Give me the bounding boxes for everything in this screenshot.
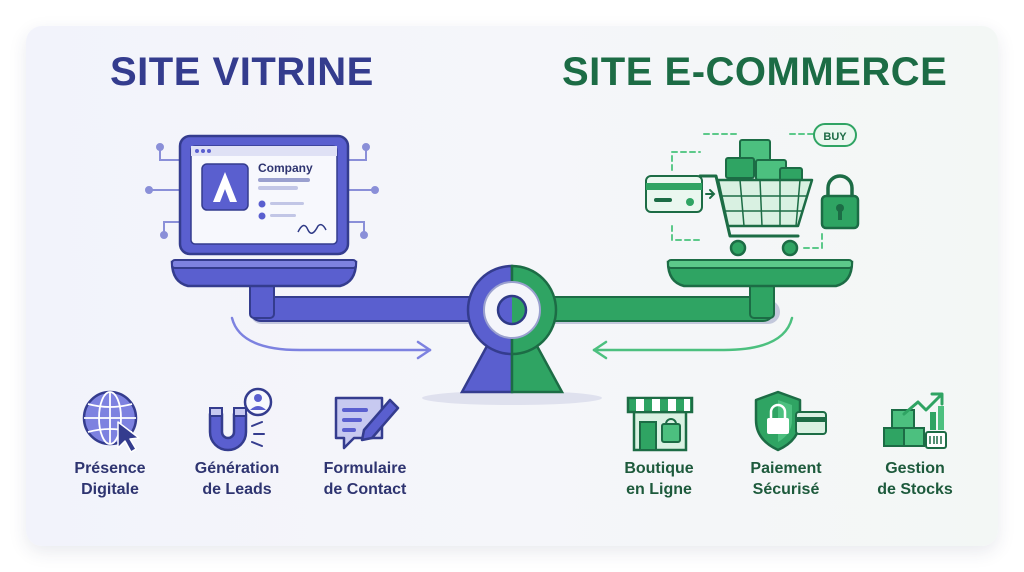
fulcrum <box>459 264 565 394</box>
company-label: Company <box>258 161 313 175</box>
feature-line: Digitale <box>81 481 139 498</box>
feature-presence-digitale: Présence Digitale <box>35 458 185 500</box>
title-ecommerce: SITE E-COMMERCE <box>562 50 948 94</box>
feature-line: Paiement <box>750 460 822 477</box>
boxes-growth-icon <box>883 392 947 449</box>
globe-cursor-icon <box>82 390 140 453</box>
feature-formulaire-contact: Formulaire de Contact <box>290 458 440 500</box>
right-arrow <box>592 316 794 360</box>
tablet-mockup <box>145 134 379 256</box>
feature-line: Génération <box>194 460 280 477</box>
storefront-icon <box>626 396 694 452</box>
magnet-user-icon <box>208 387 273 452</box>
feature-generation-leads: Génération de Leads <box>162 458 312 500</box>
feature-line: Sécurisé <box>752 481 820 498</box>
left-arrow <box>230 316 432 360</box>
feature-line: Gestion <box>885 460 945 477</box>
shield-lock-card-icon <box>754 390 827 452</box>
title-vitrine: SITE VITRINE <box>110 50 374 94</box>
feature-line: Boutique <box>624 460 694 477</box>
left-tray <box>170 259 358 288</box>
feature-paiement-securise: Paiement Sécurisé <box>711 458 861 500</box>
feature-gestion-stocks: Gestion de Stocks <box>840 458 990 500</box>
feature-line: de Stocks <box>877 481 953 498</box>
right-tray <box>666 259 854 288</box>
buy-label: BUY <box>823 131 847 143</box>
feature-line: Présence <box>74 460 146 477</box>
form-pencil-icon <box>334 396 400 450</box>
ground-shadow <box>422 391 602 405</box>
feature-line: de Leads <box>202 481 272 498</box>
feature-line: en Ligne <box>626 481 692 498</box>
feature-line: de Contact <box>323 481 407 498</box>
feature-boutique-ligne: Boutique en Ligne <box>584 458 734 500</box>
shopping-mockup <box>645 123 860 257</box>
feature-line: Formulaire <box>323 460 407 477</box>
